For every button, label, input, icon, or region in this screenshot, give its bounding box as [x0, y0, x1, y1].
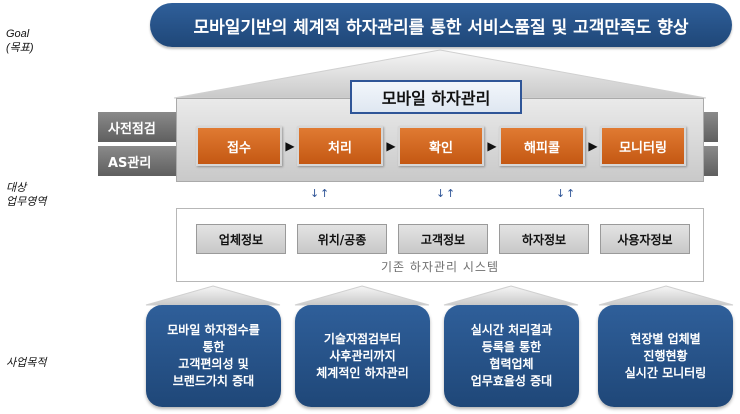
step-confirm: 확인	[398, 126, 484, 166]
band-precheck: 사전점검	[98, 112, 178, 142]
arrow-right-icon: ▶	[487, 139, 497, 153]
arrow-up-icon: ↑	[446, 187, 456, 200]
arrow-up-icon: ↑	[320, 187, 330, 200]
arrow-right-icon: ▶	[588, 139, 598, 153]
band-right-bottom	[702, 146, 718, 176]
step-monitoring: 모니터링	[600, 126, 686, 166]
purpose-partner-efficiency: 실시간 처리결과 등록을 통한 협력업체 업무효율성 증대	[444, 305, 579, 407]
step-process: 처리	[297, 126, 383, 166]
info-customer: 고객정보	[398, 224, 488, 254]
arrow-down-icon: ↓	[310, 187, 320, 200]
purpose-realtime-monitoring: 현장별 업체별 진행현황 실시간 모니터링	[598, 305, 733, 407]
info-user: 사용자정보	[600, 224, 690, 254]
legacy-system-label: 기존 하자관리 시스템	[381, 260, 499, 274]
info-location: 위치/공종	[297, 224, 387, 254]
band-as: AS관리	[98, 146, 178, 176]
goal-side-label: Goal (목표)	[6, 28, 34, 54]
arrow-down-icon: ↓	[436, 187, 446, 200]
area-side-label: 대상 업무영역	[6, 182, 47, 208]
arrow-right-icon: ▶	[386, 139, 396, 153]
goal-banner: 모바일기반의 체계적 하자관리를 통한 서비스품질 및 고객만족도 향상	[150, 3, 732, 47]
purpose-systematic-management: 기술자점검부터 사후관리까지 체계적인 하자관리	[295, 305, 430, 407]
step-receive: 접수	[196, 126, 282, 166]
purpose-side-label: 사업목적	[6, 357, 47, 369]
purpose-customer-convenience: 모바일 하자접수를 통한 고객편의성 및 브랜드가치 증대	[146, 305, 281, 407]
arrow-up-icon: ↑	[566, 187, 576, 200]
info-vendor: 업체정보	[196, 224, 286, 254]
arrow-down-icon: ↓	[556, 187, 566, 200]
arrow-right-icon: ▶	[285, 139, 295, 153]
mobile-title: 모바일 하자관리	[350, 80, 522, 114]
step-happycall: 해피콜	[499, 126, 585, 166]
info-defect: 하자정보	[499, 224, 589, 254]
band-right-top	[702, 112, 718, 142]
bottom-funnels	[145, 285, 734, 306]
